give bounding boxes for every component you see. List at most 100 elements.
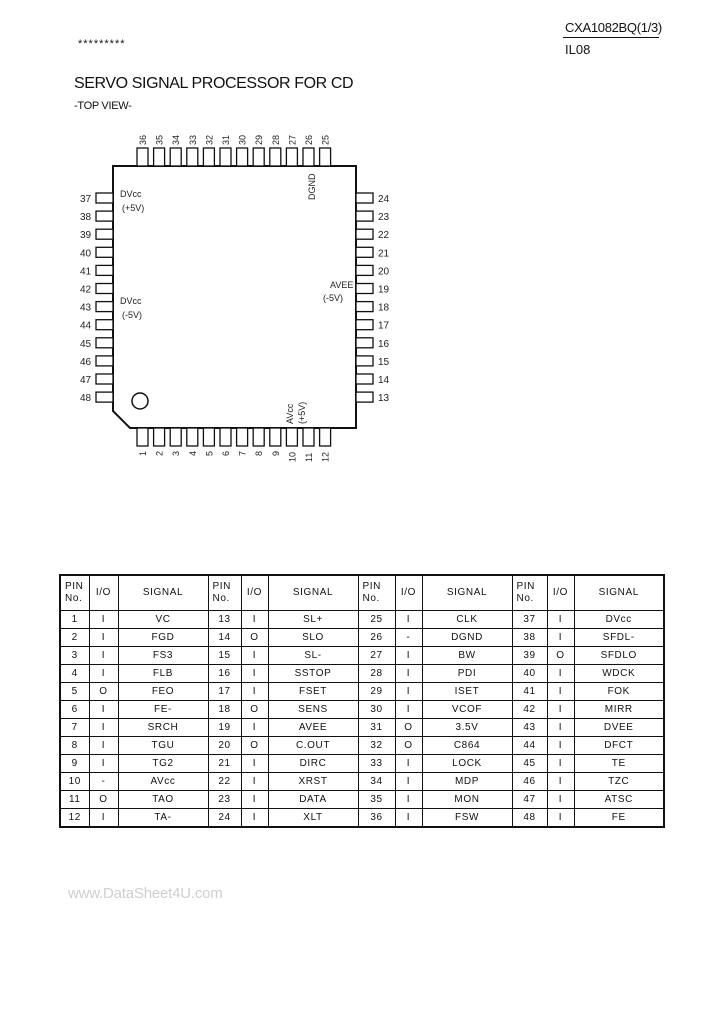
signal-cell: DVEE — [573, 718, 665, 737]
pin-number-cell: 2 — [59, 628, 90, 647]
pin-lead — [95, 192, 114, 204]
signal-cell: ISET — [421, 682, 513, 701]
io-cell: I — [546, 790, 575, 809]
pin-number-cell: 38 — [511, 628, 548, 647]
pin-lead — [219, 147, 232, 167]
pin-lead — [355, 282, 374, 295]
signal-cell: MON — [421, 790, 513, 809]
header-no-label: No. — [362, 593, 380, 604]
pin-lead — [269, 427, 282, 447]
pin-lead — [355, 264, 374, 277]
pin-lead — [302, 427, 315, 447]
signal-cell: WDCK — [573, 664, 665, 683]
pin-number-cell: 6 — [59, 700, 90, 719]
io-cell: I — [394, 700, 423, 719]
io-cell: I — [546, 718, 575, 737]
pin-number-label: 11 — [304, 453, 314, 462]
pin-number-cell: 36 — [357, 808, 396, 828]
part-number: CXA1082BQ(1/3) — [565, 20, 662, 35]
pin-lead — [136, 427, 149, 447]
signal-cell: C.OUT — [267, 736, 359, 755]
io-cell: I — [394, 610, 423, 629]
pin-number-label: 39 — [80, 230, 92, 241]
pin-number-label: 4 — [188, 451, 198, 456]
signal-cell: XLT — [267, 808, 359, 828]
chip-body — [112, 165, 357, 429]
pin-number-label: 13 — [378, 393, 390, 404]
io-cell: I — [240, 682, 269, 701]
pin-lead — [355, 355, 374, 367]
header-signal: SIGNAL — [421, 574, 513, 611]
pin-number-label: 3 — [171, 451, 181, 456]
signal-cell: TGU — [117, 736, 209, 755]
pin-lead — [219, 427, 232, 447]
pin-lead — [95, 373, 114, 385]
io-cell: O — [88, 790, 119, 809]
pin-lead — [355, 373, 374, 385]
signal-cell: TA- — [117, 808, 209, 828]
header-no-label: No. — [516, 593, 534, 604]
pin-number-cell: 12 — [59, 808, 90, 828]
io-cell: I — [88, 736, 119, 755]
signal-cell: SFDLO — [573, 646, 665, 665]
io-cell: - — [394, 628, 423, 647]
signal-cell: ATSC — [573, 790, 665, 809]
pin-lead — [355, 246, 374, 258]
pin-number-cell: 31 — [357, 718, 396, 737]
signal-cell: TAO — [117, 790, 209, 809]
io-cell: I — [546, 772, 575, 791]
pin-number-label: 24 — [378, 194, 390, 205]
page-title: SERVO SIGNAL PROCESSOR FOR CD — [74, 75, 354, 92]
pin-number-cell: 27 — [357, 646, 396, 665]
pin-lead — [355, 319, 374, 331]
pin-lead — [202, 147, 216, 167]
pin-number-label: 45 — [80, 339, 92, 350]
pin-lead — [186, 147, 199, 167]
pin-number-label: 29 — [254, 135, 264, 145]
signal-cell: SENS — [267, 700, 359, 719]
signal-cell: FE — [573, 808, 665, 828]
sub-code: IL08 — [565, 42, 591, 57]
io-cell: I — [546, 754, 575, 773]
pin-number-label: 44 — [80, 321, 92, 332]
signal-cell: FS3 — [117, 646, 209, 665]
io-cell: I — [394, 664, 423, 683]
pin-lead — [285, 427, 299, 447]
label-dvcc-minus-name: DVcc — [120, 296, 142, 306]
label-dvcc-plus-volt: (+5V) — [122, 203, 144, 213]
io-cell: I — [240, 790, 269, 809]
io-cell: I — [88, 610, 119, 629]
pin-number-cell: 23 — [207, 790, 242, 809]
pin-number-cell: 22 — [207, 772, 242, 791]
signal-cell: FOK — [573, 682, 665, 701]
pin-number-label: 32 — [204, 135, 214, 145]
io-cell: I — [546, 628, 575, 647]
io-cell: I — [88, 718, 119, 737]
header-io: I/O — [394, 574, 423, 611]
label-dgnd: DGND — [307, 173, 317, 200]
signal-cell: DGND — [421, 628, 513, 647]
pin-lead — [95, 282, 114, 295]
io-cell: I — [546, 664, 575, 683]
io-cell: I — [240, 610, 269, 629]
pin-number-label: 9 — [271, 451, 281, 456]
pin-number-cell: 18 — [207, 700, 242, 719]
pin-number-cell: 9 — [59, 754, 90, 773]
pin-lead — [186, 427, 199, 447]
view-subtitle: -TOP VIEW- — [74, 100, 132, 112]
pin-number-cell: 39 — [511, 646, 548, 665]
pin-number-label: 19 — [378, 285, 390, 296]
pin-number-label: 12 — [321, 452, 331, 462]
pin-lead — [202, 427, 216, 447]
watermark: www.DataSheet4U.com — [68, 885, 223, 902]
